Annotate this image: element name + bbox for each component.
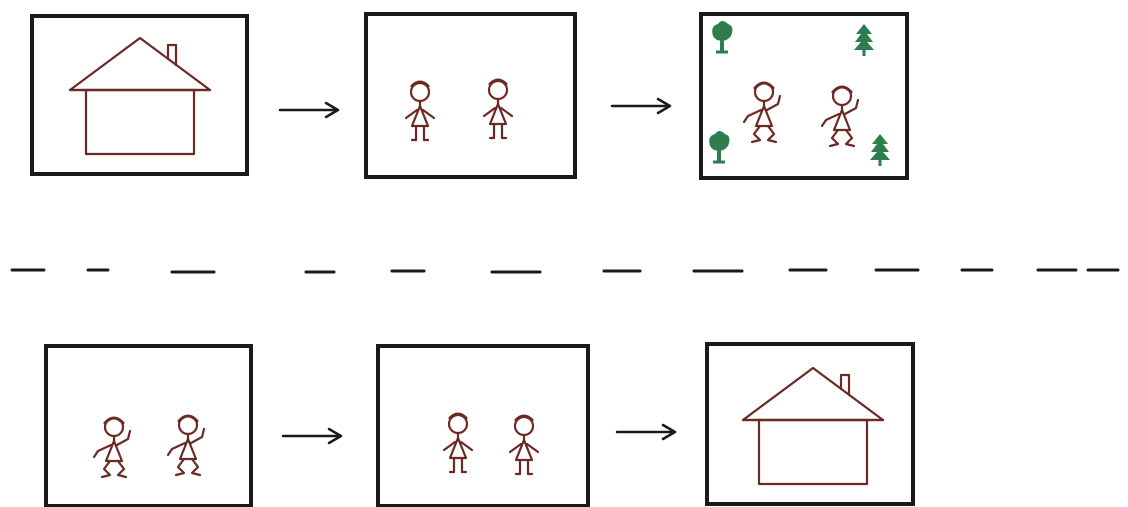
panel-top-3-forest	[699, 12, 909, 180]
panel-bottom-2-children	[376, 344, 590, 507]
arrow-icon	[281, 427, 343, 445]
arrow-icon	[610, 97, 672, 115]
dashed-divider	[10, 268, 1120, 274]
panel-top-1-house	[30, 14, 249, 176]
panel-bottom-1-dancing	[44, 344, 253, 507]
arrow-icon	[615, 423, 677, 441]
arrow-icon	[278, 101, 340, 119]
top-row	[30, 12, 909, 180]
panel-bottom-3-house	[705, 342, 915, 506]
panel-top-2-children	[364, 12, 577, 179]
bottom-row	[44, 342, 915, 507]
